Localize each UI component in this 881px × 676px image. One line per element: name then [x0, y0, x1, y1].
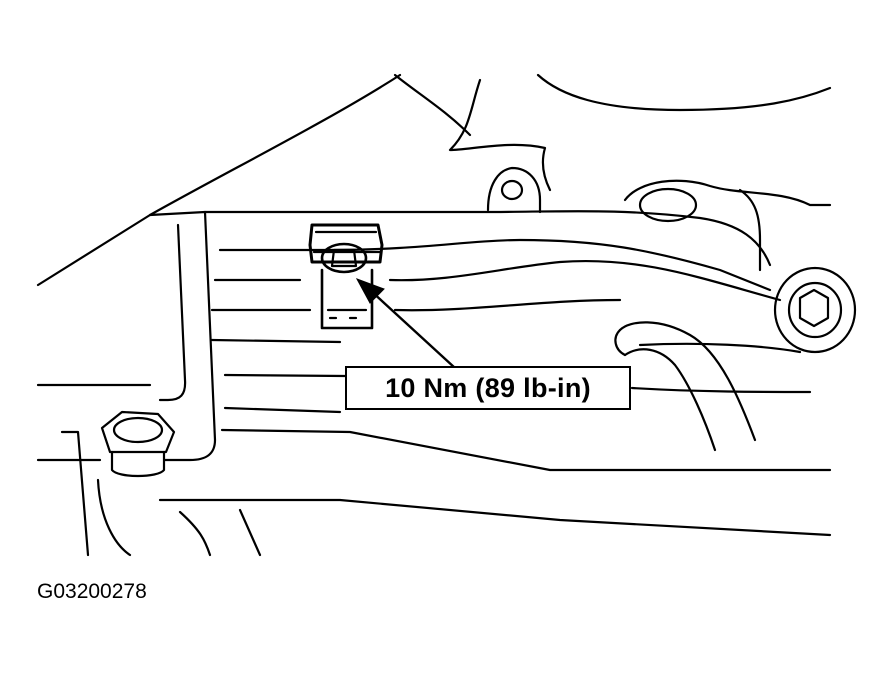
left-bracket-inner [158, 223, 187, 402]
pipe-end [614, 328, 627, 357]
upper-housing-outline-inner [393, 73, 472, 137]
bottom-contour-2 [178, 508, 262, 557]
crossmember-top-edge [203, 210, 772, 267]
crossmember-line-3 [210, 298, 622, 312]
torque-callout-box: 10 Nm (89 lb-in) [345, 366, 631, 410]
crossmember-line-1 [218, 238, 772, 292]
upper-housing-outline [36, 73, 402, 287]
pipe-upper [618, 321, 757, 442]
right-boss [773, 266, 857, 354]
bottom-contour [158, 498, 832, 537]
pipe-lower [623, 348, 717, 452]
crossmember-line-2 [213, 259, 782, 302]
left-lower-rail [36, 383, 152, 462]
right-lobe-opening [638, 187, 698, 223]
sensor-assembly [308, 223, 384, 330]
callout-leader-line [368, 288, 457, 370]
left-lower-contour [220, 406, 832, 472]
figure-id-label: G03200278 [37, 580, 147, 603]
crossmember-bottom-edge [223, 373, 812, 394]
mounting-ear [486, 166, 542, 214]
left-hex-nut [100, 410, 176, 478]
left-post [60, 430, 132, 557]
mounting-ear-hole [500, 179, 524, 201]
crossmember-line-4 [210, 338, 802, 354]
right-lobe [623, 179, 832, 207]
left-bracket [148, 210, 217, 462]
callout-arrowhead [355, 278, 385, 304]
torque-callout-label: 10 Nm (89 lb-in) [385, 372, 591, 403]
upper-mid-contour [448, 78, 552, 192]
right-lobe-lower [738, 188, 762, 272]
upper-right-contour [536, 73, 832, 112]
